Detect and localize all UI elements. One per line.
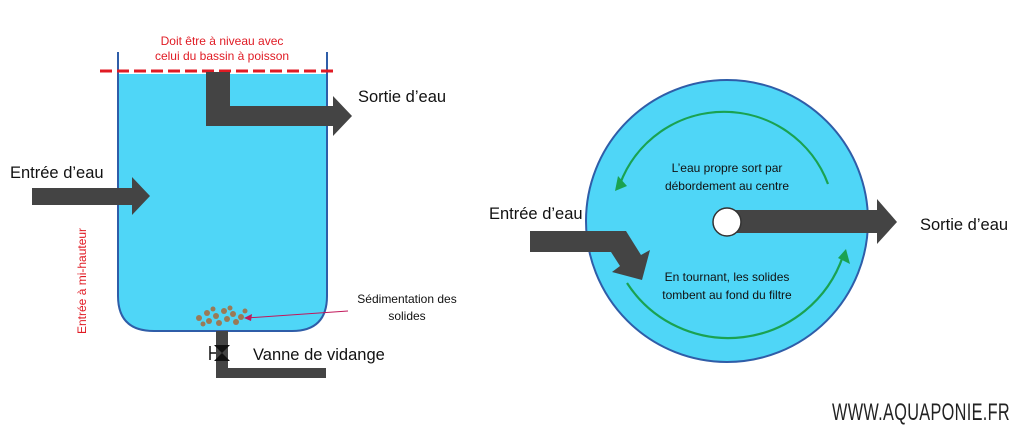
side-view-diagram: Doit être à niveau avec celui du bassin …: [10, 34, 457, 378]
drain-valve-icon: [209, 345, 230, 361]
tangential-inlet-arrow: [530, 231, 650, 280]
drain-pipe: [216, 331, 326, 378]
sediment-label-line2: solides: [388, 309, 425, 323]
bottom-text-line1: En tournant, les solides: [665, 270, 790, 284]
flow-arrowhead-bottom: [838, 249, 850, 264]
valve-label: Vanne de vidange: [253, 346, 385, 364]
site-watermark: WWW.AQUAPONIE.FR: [832, 399, 1010, 426]
sediment-pointer: [245, 310, 349, 319]
sediment-label-line1: Sédimentation des: [357, 292, 456, 306]
level-note-line2: celui du bassin à poisson: [155, 49, 289, 63]
inlet-arrow: [32, 177, 150, 215]
outlet-label: Sortie d’eau: [358, 88, 446, 106]
top-view-diagram: Entrée d’eau Sortie d’eau L’eau propre s…: [489, 79, 1008, 363]
tank-outline: [117, 52, 328, 332]
flow-arrow-bottom: [626, 255, 845, 340]
tank-water: [118, 74, 327, 331]
inlet-label: Entrée d’eau: [10, 164, 104, 182]
outlet-pipe-arrow: [206, 72, 352, 136]
right-outlet-label: Sortie d’eau: [920, 216, 1008, 234]
level-note-line1: Doit être à niveau avec: [161, 34, 284, 48]
top-text-line2: débordement au centre: [665, 179, 789, 193]
bottom-text-line2: tombent au fond du filtre: [662, 288, 792, 302]
flow-arrow-top: [618, 110, 830, 185]
sediment-particles: [196, 305, 248, 327]
flow-arrowhead-top: [615, 176, 627, 191]
right-inlet-label: Entrée d’eau: [489, 205, 583, 223]
top-text-line1: L’eau propre sort par: [672, 161, 783, 175]
inlet-height-note: Entrée à mi-hauteur: [75, 228, 89, 334]
center-outlet-arrow: [727, 199, 897, 244]
center-overflow: [712, 207, 742, 237]
sediment-pointer-head: [244, 314, 252, 321]
